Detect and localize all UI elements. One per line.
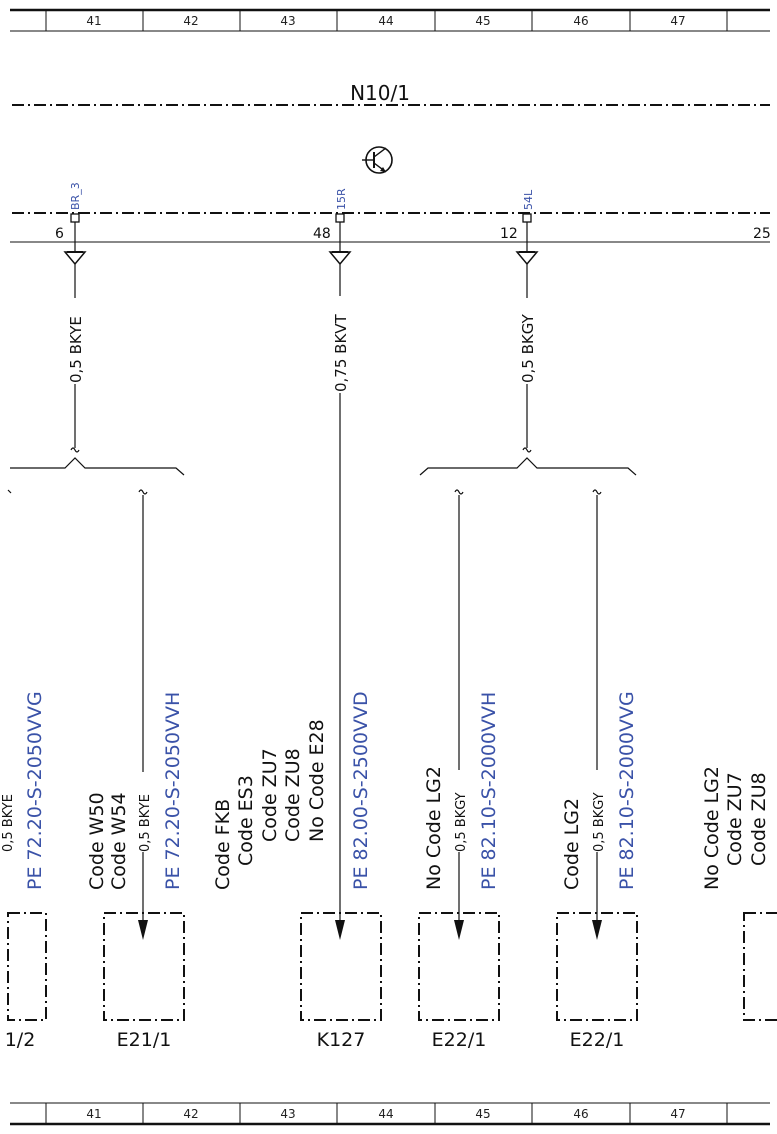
trunk-wire-bkgy: 0,5 BKGY: [515, 222, 539, 453]
component-name-e21-1: E21/1: [117, 1029, 172, 1051]
grid-col-45: 45: [475, 14, 490, 28]
pin-label-54l: 54L: [522, 189, 535, 210]
transistor-icon: [362, 146, 393, 174]
grid-col-47: 47: [670, 14, 685, 28]
grid-col-41: 41: [86, 14, 101, 28]
branch-wire-e22-1-b: [592, 489, 602, 940]
pin-label-15r: 15R: [335, 188, 348, 210]
pin-15r: 15R 48: [313, 188, 348, 242]
pin-number-6: 6: [55, 226, 64, 242]
code-label-fkb: Code FKB: [212, 799, 234, 890]
grid-col-42-bottom: 42: [183, 1107, 198, 1121]
module-n10-1: N10/1: [10, 81, 770, 243]
code-label-lg2: Code LG2: [561, 798, 583, 890]
code-label-w50: Code W50: [86, 792, 108, 890]
pin-label-br3: BR_3: [69, 182, 82, 210]
pe-code-e22-1-a: PE 82.10-S-2000VVH: [478, 692, 500, 890]
pin-number-25: 25: [753, 226, 771, 242]
grid-col-43-bottom: 43: [280, 1107, 295, 1121]
component-name-partial-left: 1/2: [5, 1029, 36, 1051]
top-grid-ruler: 41 42 43 44 45 46 47: [10, 8, 770, 32]
grid-col-44-bottom: 44: [378, 1107, 393, 1121]
pin-54l: 54L 12: [500, 189, 535, 242]
trunk-wire-label-bkvt: 0,75 BKVT: [332, 313, 350, 392]
trunk-wire-label-bkgy: 0,5 BKGY: [519, 313, 537, 383]
pe-code-e21-1: PE 72.20-S-2050VVH: [162, 692, 184, 890]
code-label-zu7: Code ZU7: [259, 748, 281, 842]
grid-col-43: 43: [280, 14, 295, 28]
component-box-partial-left: [7, 912, 47, 1021]
wire-label-e22-1-b: 0,5 BKGY: [592, 792, 607, 852]
branch-wire-e21-1: [138, 489, 148, 940]
pin-number-48: 48: [313, 226, 331, 242]
module-name: N10/1: [350, 81, 410, 105]
code-label-right-zu8: Code ZU8: [748, 772, 770, 866]
component-box-k127: [300, 912, 382, 1021]
wire-label-e21-1: 0,5 BKYE: [138, 794, 153, 852]
pe-code-left: PE 72.20-S-2050VVG: [24, 691, 46, 890]
branch-wire-e22-1-a: [454, 489, 464, 940]
component-name-e22-1-b: E22/1: [570, 1029, 625, 1051]
pin-br3: BR_3 6: [55, 182, 82, 242]
code-label-zu8: Code ZU8: [282, 748, 304, 842]
code-label-right-zu7: Code ZU7: [724, 772, 746, 866]
component-box-e21-1: [103, 912, 185, 1021]
component-name-e22-1-a: E22/1: [432, 1029, 487, 1051]
grid-col-41-bottom: 41: [86, 1107, 101, 1121]
wire-label-e22-1-a: 0,5 BKGY: [454, 792, 469, 852]
grid-col-46-bottom: 46: [573, 1107, 588, 1121]
trunk-wire-bkvt: 0,75 BKVT: [328, 222, 352, 940]
grid-col-45-bottom: 45: [475, 1107, 490, 1121]
grid-col-47-bottom: 47: [670, 1107, 685, 1121]
trunk-wire-bkye: 0,5 BKYE: [63, 222, 87, 453]
code-label-no-e28: No Code E28: [306, 719, 328, 842]
grid-col-46: 46: [573, 14, 588, 28]
grid-col-44: 44: [378, 14, 393, 28]
left-brace: [10, 457, 185, 476]
code-label-es3: Code ES3: [235, 775, 257, 866]
trunk-wire-label-bkye: 0,5 BKYE: [67, 316, 85, 383]
component-box-e22-1-b: [556, 912, 638, 1021]
component-box-e22-1-a: [418, 912, 500, 1021]
component-name-k127: K127: [317, 1029, 366, 1051]
pe-code-e22-1-b: PE 82.10-S-2000VVG: [616, 691, 638, 890]
pin-number-12: 12: [500, 226, 518, 242]
right-brace: [419, 457, 637, 476]
bottom-grid-ruler: 41 42 43 44 45 46 47: [10, 1102, 770, 1126]
grid-col-42: 42: [183, 14, 198, 28]
code-label-right-no-lg2: No Code LG2: [701, 766, 723, 890]
code-label-w54: Code W54: [108, 792, 130, 890]
pe-code-k127: PE 82.00-S-2500VVD: [350, 691, 372, 890]
wire-label-left: 0,5 BKYE: [1, 794, 16, 852]
component-box-partial-right: [743, 912, 777, 1021]
code-label-no-lg2: No Code LG2: [423, 766, 445, 890]
